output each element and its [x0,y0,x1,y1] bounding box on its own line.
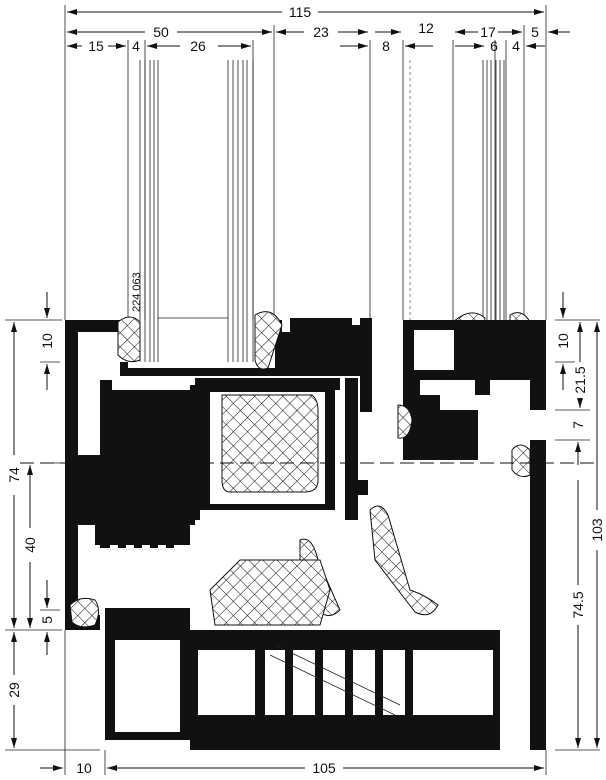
dim-29: 29 [6,682,22,698]
dim-5: 5 [531,24,539,40]
dim-10-left: 10 [39,333,55,349]
dim-105: 105 [312,760,336,776]
sill-profile [105,559,530,750]
dim-40: 40 [22,537,38,553]
dim-26: 26 [190,38,206,54]
dim-5-left: 5 [39,616,55,624]
dim-12: 12 [418,20,434,36]
glazing [139,60,505,362]
dim-50: 50 [153,24,169,40]
dim-8: 8 [382,38,390,54]
insulation-core [221,394,319,493]
dim-103: 103 [589,518,605,542]
dim-6: 6 [490,38,498,54]
dim-4a: 4 [132,38,140,54]
dim-74-5: 74.5 [570,591,586,618]
dim-21-5: 21.5 [572,366,588,393]
dim-23: 23 [313,24,329,40]
outer-frame-profile [65,320,200,630]
bottom-dimensions: 10 105 [40,760,544,776]
dim-74: 74 [6,467,22,483]
dim-7: 7 [570,421,586,429]
left-dimensions: 74 10 40 5 29 [6,292,55,748]
right-frame-profile [360,318,546,750]
dim-overall: 115 [289,4,312,20]
dim-15: 15 [88,38,104,54]
dim-4b: 4 [512,38,520,54]
dim-17: 17 [480,24,496,40]
top-dimensions: 115 50 23 12 17 5 15 4 26 8 6 4 [67,4,570,54]
part-number-label: 224 063 [131,272,143,312]
right-dimensions: 10 21.5 7 103 74.5 [555,292,605,748]
dim-10-bottom: 10 [76,760,92,776]
dim-10-right: 10 [555,333,571,349]
